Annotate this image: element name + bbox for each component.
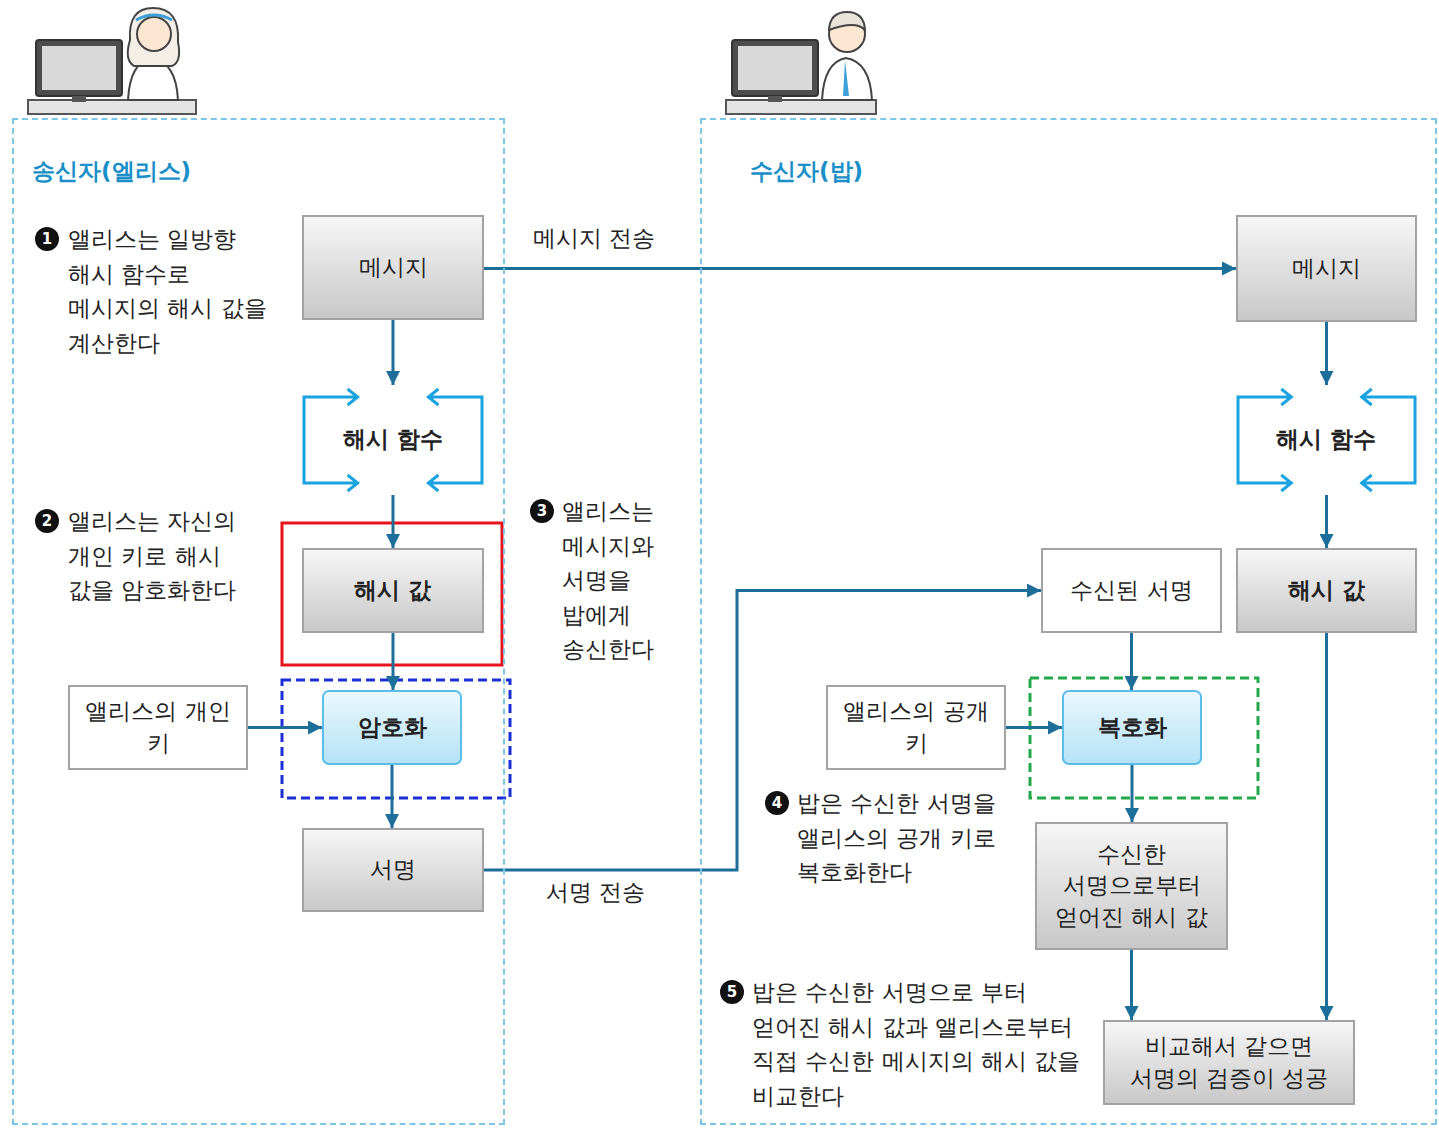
connector-arrow (392, 495, 395, 548)
process-box: 수신한 서명으로부터 얻어진 해시 값 (1035, 822, 1228, 950)
monitor (36, 40, 122, 96)
connector-arrow (1325, 495, 1328, 548)
box-text: 해시 값 (1288, 575, 1365, 606)
hash-function-box: 해시 함수 (1236, 385, 1417, 495)
hair (128, 8, 179, 66)
box-text: 비교해서 같으면 서명의 검증이 성공 (1113, 1031, 1345, 1093)
connector-arrow (391, 765, 394, 828)
desk (726, 100, 876, 114)
monitor-stand (768, 96, 782, 102)
process-box: 암호화 (322, 690, 462, 765)
process-box: 해시 값 (1236, 548, 1417, 633)
monitor-screen (738, 46, 812, 90)
box-text: 암호화 (358, 712, 427, 743)
process-box: 메시지 (1236, 215, 1417, 322)
callout-number: 1 (35, 227, 59, 251)
callout-text: 앨리스는 메시지와 서명을 밥에게 송신한다 (562, 494, 667, 667)
desk (28, 100, 196, 114)
connector-arrow (1325, 322, 1328, 385)
box-text: 해시 함수 (1276, 424, 1376, 455)
callout-number: 5 (720, 980, 744, 1004)
connector-arrow (392, 320, 395, 385)
edge-label: 메시지 전송 (530, 224, 658, 254)
box-text: 수신한 서명으로부터 얻어진 해시 값 (1045, 839, 1218, 932)
panel-heading: 송신자(엘리스) (32, 158, 191, 186)
receiver-illustration (726, 12, 876, 114)
process-box: 수신된 서명 (1041, 548, 1222, 633)
monitor-stand (72, 96, 86, 102)
hash-function-box: 해시 함수 (302, 385, 484, 495)
process-box: 복호화 (1062, 690, 1202, 765)
hairband (136, 15, 172, 20)
callout-text: 밥은 수신한 서명으로 부터 얻어진 해시 값과 앨리스로부터 직접 수신한 메… (752, 975, 1082, 1113)
process-box: 서명 (302, 828, 484, 912)
connector-arrow (1130, 633, 1133, 690)
sender-illustration (28, 8, 196, 114)
callout-text: 앨리스는 일방향 해시 함수로 메시지의 해시 값을 계산한다 (68, 222, 283, 360)
box-text: 서명 (370, 854, 416, 885)
callout-number: 3 (530, 499, 554, 523)
process-box: 앨리스의 개인 키 (68, 685, 248, 770)
box-text: 앨리스의 개인 키 (78, 696, 238, 758)
connector-arrow (1130, 950, 1133, 1020)
monitor (732, 40, 818, 96)
box-text: 메시지 (359, 252, 428, 283)
box-text: 복호화 (1098, 712, 1167, 743)
hash-bracket-line (1238, 389, 1415, 491)
party-panel: 수신자(밥) 메시지해시 함수수신된 서명 해시 값앨리스의 공개 키 복호화수신한 … (700, 118, 1437, 1125)
hash-bracket-line (304, 389, 482, 491)
connector-arrow (1131, 765, 1134, 822)
connector-arrow (248, 726, 322, 729)
box-text: 수신된 서명 (1070, 575, 1192, 606)
connector-arrow (392, 633, 395, 690)
monitor-screen (42, 46, 116, 90)
process-box: 메시지 (302, 215, 484, 320)
highlight-frame (1030, 678, 1258, 798)
highlight-frame (282, 680, 510, 798)
person-body (822, 58, 872, 100)
box-text: 해시 값 (354, 575, 431, 606)
edge-label: 서명 전송 (543, 878, 648, 908)
necktie (843, 60, 849, 96)
callout-text: 앨리스는 자신의 개인 키로 해시 값을 암호화한다 (68, 504, 268, 608)
panel-heading: 수신자(밥) (750, 158, 863, 186)
box-text: 해시 함수 (343, 424, 443, 455)
callout-number: 2 (35, 509, 59, 533)
callout-number: 4 (765, 791, 789, 815)
connector-arrow (1006, 726, 1062, 729)
person-head (137, 17, 171, 51)
connector-arrow (484, 267, 1236, 270)
process-box: 비교해서 같으면 서명의 검증이 성공 (1103, 1020, 1355, 1105)
box-text: 앨리스의 공개 키 (836, 696, 996, 758)
box-text: 메시지 (1292, 253, 1361, 284)
process-box: 해시 값 (302, 548, 484, 633)
connector-arrow (1325, 633, 1328, 1020)
hair (829, 12, 865, 30)
process-box: 앨리스의 공개 키 (826, 685, 1006, 770)
callout-text: 밥은 수신한 서명을 앨리스의 공개 키로 복호화한다 (797, 786, 1022, 890)
